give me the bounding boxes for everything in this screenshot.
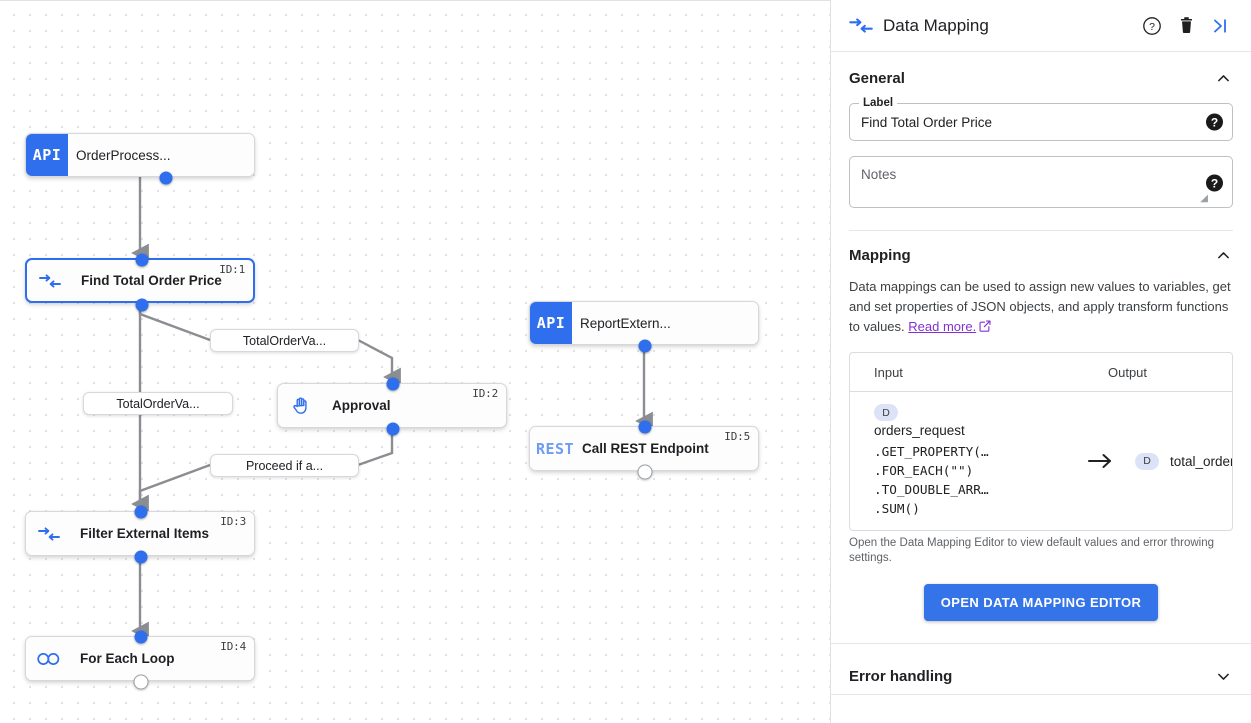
mapping-table-row[interactable]: D orders_request .GET_PROPERTY(… .FOR_EA… <box>850 392 1232 530</box>
edge-connections <box>131 176 653 641</box>
node-input-port[interactable] <box>135 253 149 267</box>
node-id: ID:4 <box>220 640 246 653</box>
node-output-port[interactable] <box>638 339 652 353</box>
node-title: Approval <box>332 398 391 413</box>
notes-help-icon[interactable]: ? <box>1206 174 1223 192</box>
mapping-arrow-icon <box>1065 451 1135 471</box>
node-id: ID:1 <box>219 263 245 276</box>
data-mapping-icon <box>849 18 877 33</box>
node-title: Call REST Endpoint <box>582 441 709 456</box>
node-title: OrderProcess... <box>76 147 171 163</box>
column-header-output: Output <box>1108 364 1148 380</box>
mapping-description: Data mappings can be used to assign new … <box>849 277 1233 338</box>
notes-field[interactable]: ◢ ? <box>849 156 1233 208</box>
node-output-port[interactable] <box>637 464 653 480</box>
node-output-port[interactable] <box>159 171 173 185</box>
node-order-process[interactable]: API OrderProcess... <box>25 133 255 185</box>
node-filter-external-items[interactable]: Filter External Items ID:3 <box>25 505 255 564</box>
node-input-port[interactable] <box>638 420 652 434</box>
read-more-link[interactable]: Read more. <box>908 319 977 334</box>
api-badge: API <box>530 302 572 344</box>
node-output-port[interactable] <box>386 422 400 436</box>
external-link-icon[interactable] <box>979 318 991 338</box>
error-handling-header[interactable]: Error handling <box>849 666 1233 686</box>
label-help-icon[interactable]: ? <box>1206 113 1223 131</box>
notes-input[interactable] <box>861 167 1194 201</box>
general-header[interactable]: General <box>849 68 1233 88</box>
label-field[interactable]: Label ? <box>849 97 1233 141</box>
input-expression: .GET_PROPERTY(… .FOR_EACH("") .TO_DOUBLE… <box>874 444 989 516</box>
label-input[interactable] <box>861 114 1194 130</box>
api-badge: API <box>26 134 68 176</box>
node-title: For Each Loop <box>80 651 175 666</box>
loop-icon <box>26 652 72 666</box>
chevron-down-icon[interactable] <box>1213 666 1233 686</box>
section-title: Mapping <box>849 246 911 264</box>
section-mapping: Mapping Data mappings can be used to ass… <box>831 231 1251 621</box>
data-mapping-icon <box>27 273 73 288</box>
node-output-port[interactable] <box>135 298 149 312</box>
panel-header: Data Mapping ? <box>831 0 1251 52</box>
data-mapping-icon <box>26 526 72 541</box>
section-title: General <box>849 69 905 87</box>
section-error-handling: Error handling <box>831 644 1251 686</box>
mapping-table-header: Input Output <box>850 353 1232 392</box>
node-id: ID:2 <box>472 387 498 400</box>
output-variable-name: total_order… <box>1170 453 1232 469</box>
resize-grip-icon[interactable]: ◢ <box>1200 193 1208 204</box>
svg-text:?: ? <box>1149 21 1155 33</box>
node-title: Find Total Order Price <box>81 273 222 288</box>
section-divider <box>849 230 1233 231</box>
node-input-port[interactable] <box>134 505 148 519</box>
workflow-canvas[interactable]: API OrderProcess... Find Total Order Pri… <box>0 0 830 723</box>
node-find-total-order-price[interactable]: Find Total Order Price ID:1 <box>25 253 255 312</box>
node-output-port[interactable] <box>133 674 149 690</box>
mapping-output-cell[interactable]: D total_order… <box>1135 452 1232 470</box>
edge-label[interactable]: TotalOrderVa... <box>210 329 359 352</box>
output-type-chip: D <box>1135 452 1159 470</box>
node-approval[interactable]: Approval ID:2 <box>277 377 507 436</box>
help-icon[interactable]: ? <box>1135 9 1169 43</box>
node-call-rest-endpoint[interactable]: REST Call REST Endpoint ID:5 <box>529 420 759 480</box>
node-title: Filter External Items <box>80 526 210 541</box>
chevron-up-icon[interactable] <box>1213 68 1233 88</box>
node-id: ID:5 <box>724 430 750 443</box>
node-for-each-loop[interactable]: For Each Loop ID:4 <box>25 630 255 690</box>
column-header-input: Input <box>874 364 903 380</box>
rest-badge: REST <box>530 427 580 470</box>
mapping-description-text: Data mappings can be used to assign new … <box>849 279 1231 334</box>
section-divider <box>831 643 1251 644</box>
node-input-port[interactable] <box>134 630 148 644</box>
mapping-actions: OPEN DATA MAPPING EDITOR <box>849 584 1233 621</box>
label-field-legend: Label <box>859 97 898 109</box>
section-title: Error handling <box>849 667 953 685</box>
input-type-chip: D <box>874 404 898 421</box>
node-input-port[interactable] <box>386 377 400 391</box>
open-data-mapping-editor-button[interactable]: OPEN DATA MAPPING EDITOR <box>923 584 1159 621</box>
input-variable-name: orders_request <box>874 423 965 438</box>
mapping-table: Input Output D orders_request .GET_PROPE… <box>849 352 1233 531</box>
node-title: ReportExtern... <box>580 315 671 331</box>
mapping-input-cell[interactable]: D orders_request .GET_PROPERTY(… .FOR_EA… <box>850 392 1065 530</box>
hand-icon <box>278 396 324 416</box>
mapping-hint: Open the Data Mapping Editor to view def… <box>849 537 1215 564</box>
collapse-panel-icon[interactable] <box>1203 9 1237 43</box>
properties-panel: Data Mapping ? General Label ? <box>830 0 1251 723</box>
chevron-up-icon[interactable] <box>1213 245 1233 265</box>
edge-label[interactable]: TotalOrderVa... <box>83 392 233 415</box>
mapping-header[interactable]: Mapping <box>849 245 1233 265</box>
node-id: ID:3 <box>220 515 246 528</box>
panel-title: Data Mapping <box>883 15 989 35</box>
node-report-external[interactable]: API ReportExtern... <box>529 301 759 353</box>
section-general: General Label ? ◢ ? <box>831 52 1251 231</box>
edge-label[interactable]: Proceed if a... <box>210 454 359 477</box>
trash-icon[interactable] <box>1169 9 1203 43</box>
panel-bottom-divider <box>831 694 1251 695</box>
node-output-port[interactable] <box>134 550 148 564</box>
